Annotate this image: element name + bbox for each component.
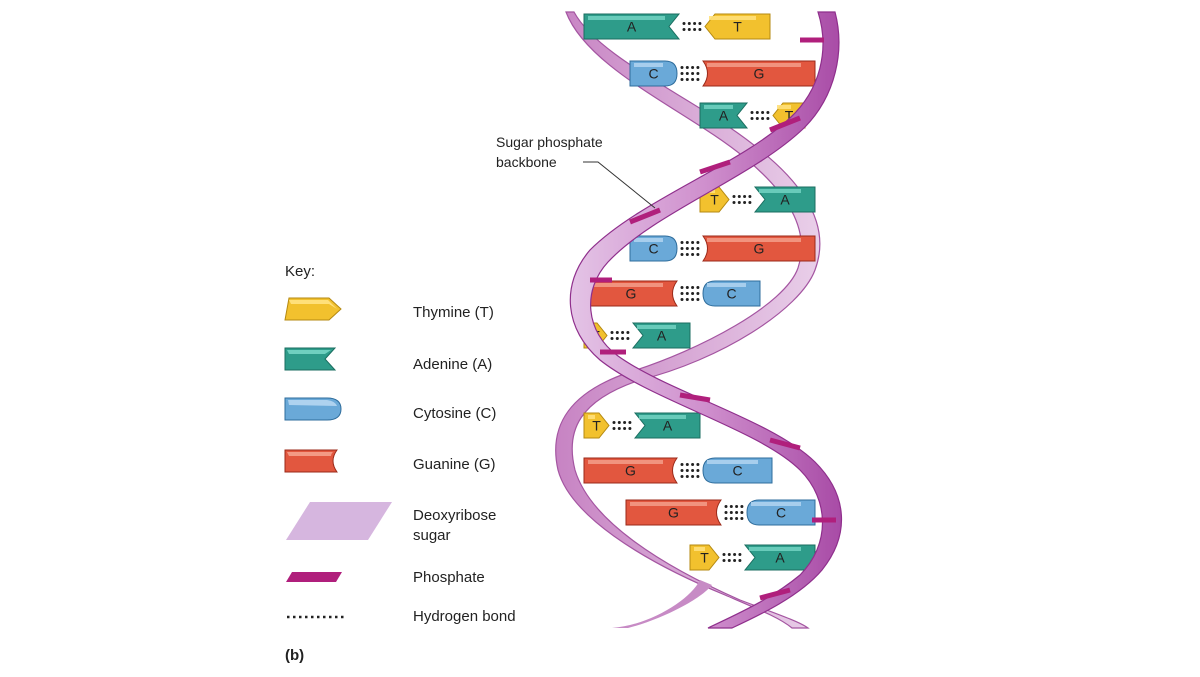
callout-line1: Sugar phosphate	[496, 134, 603, 150]
hydrogen-bond	[722, 553, 742, 562]
cytosine-letter: C	[648, 241, 658, 257]
adenine-swatch-icon	[284, 347, 337, 371]
panel-label: (b)	[285, 647, 305, 664]
deoxyribose-swatch-icon	[286, 502, 392, 540]
backbone-back-strand	[555, 11, 821, 629]
phosphate-mark	[769, 437, 801, 451]
hydrogen-bond	[682, 22, 702, 31]
phosphate-mark	[759, 587, 791, 601]
key-label-deoxyribose-line2: sugar	[413, 527, 451, 544]
phosphate-mark	[679, 392, 711, 403]
adenine-letter: A	[775, 550, 785, 566]
hydrogen-bond	[724, 505, 744, 520]
adenine-base: A	[633, 412, 701, 439]
adenine-letter: A	[627, 19, 637, 35]
hydrogen-bond	[680, 241, 700, 256]
guanine-letter: G	[626, 286, 637, 302]
cytosine-base: C	[702, 457, 773, 484]
key-label-thymine: Thymine (T)	[413, 304, 494, 321]
guanine-base: G	[583, 457, 678, 484]
hydrogen-bond	[612, 421, 632, 430]
thymine-base: T	[583, 412, 610, 439]
adenine-letter: A	[663, 418, 673, 434]
phosphate-mark	[699, 159, 731, 175]
key-label-hydrogen-bond: Hydrogen bond	[413, 608, 516, 625]
phosphate-swatch-icon	[286, 572, 342, 582]
key-label-deoxyribose-line1: Deoxyribose	[413, 507, 497, 524]
guanine-letter: G	[625, 463, 636, 479]
guanine-letter: G	[754, 66, 765, 82]
adenine-base: A	[753, 186, 816, 213]
hydrogen-bond	[732, 195, 752, 204]
callout-sugar-phosphate: Sugar phosphate backbone	[496, 132, 603, 172]
cytosine-base: C	[702, 280, 761, 307]
cytosine-letter: C	[732, 463, 742, 479]
key-label-adenine: Adenine (A)	[413, 356, 493, 373]
cytosine-swatch-icon	[284, 397, 342, 421]
phosphate-marks	[590, 37, 836, 601]
thymine-base: T	[704, 13, 771, 40]
guanine-base: G	[584, 280, 678, 307]
thymine-letter: T	[785, 108, 794, 124]
thymine-letter: T	[733, 19, 742, 35]
cytosine-base: C	[629, 235, 678, 262]
hydrogen-bond	[680, 66, 700, 81]
phosphate-mark	[769, 115, 801, 133]
key-label-cytosine: Cytosine (C)	[413, 405, 497, 422]
cytosine-base: C	[746, 499, 816, 526]
thymine-letter: T	[710, 192, 719, 208]
hydrogen-bond	[680, 286, 700, 301]
callout-leader-line	[583, 161, 656, 209]
guanine-base: G	[702, 60, 816, 87]
cytosine-letter: C	[726, 286, 736, 302]
adenine-letter: A	[780, 192, 790, 208]
guanine-letter: G	[668, 505, 679, 521]
key-label-guanine: Guanine (G)	[413, 456, 496, 473]
thymine-swatch-icon	[284, 297, 342, 321]
cytosine-letter: C	[648, 66, 658, 82]
guanine-base: G	[625, 499, 722, 526]
guanine-letter: G	[754, 241, 765, 257]
adenine-base: A	[583, 13, 681, 40]
thymine-letter: T	[700, 550, 709, 566]
adenine-letter: A	[719, 108, 729, 124]
cytosine-base: C	[629, 60, 678, 87]
base-pairs: ATCGATTACGGCTATAGCGCTA	[583, 13, 816, 571]
guanine-base: G	[702, 235, 816, 262]
guanine-swatch-icon	[284, 449, 338, 473]
callout-line2: backbone	[496, 154, 557, 170]
adenine-base: A	[631, 322, 691, 349]
phosphate-mark	[629, 207, 661, 225]
key-label-phosphate: Phosphate	[413, 569, 485, 586]
adenine-base: A	[699, 102, 749, 129]
hydrogen-bond	[610, 331, 630, 340]
hydrogen-bond	[680, 463, 700, 478]
adenine-letter: A	[657, 328, 667, 344]
thymine-base: T	[689, 544, 720, 571]
thymine-letter: T	[592, 418, 601, 434]
backbone-front-strand	[569, 11, 842, 629]
cytosine-letter: C	[776, 505, 786, 521]
key-swatches	[284, 297, 392, 619]
adenine-base: A	[743, 544, 816, 571]
hydrogen-bond	[750, 111, 770, 120]
key-label-deoxyribose: Deoxyribose sugar	[413, 506, 496, 546]
key-title: Key:	[285, 263, 316, 280]
